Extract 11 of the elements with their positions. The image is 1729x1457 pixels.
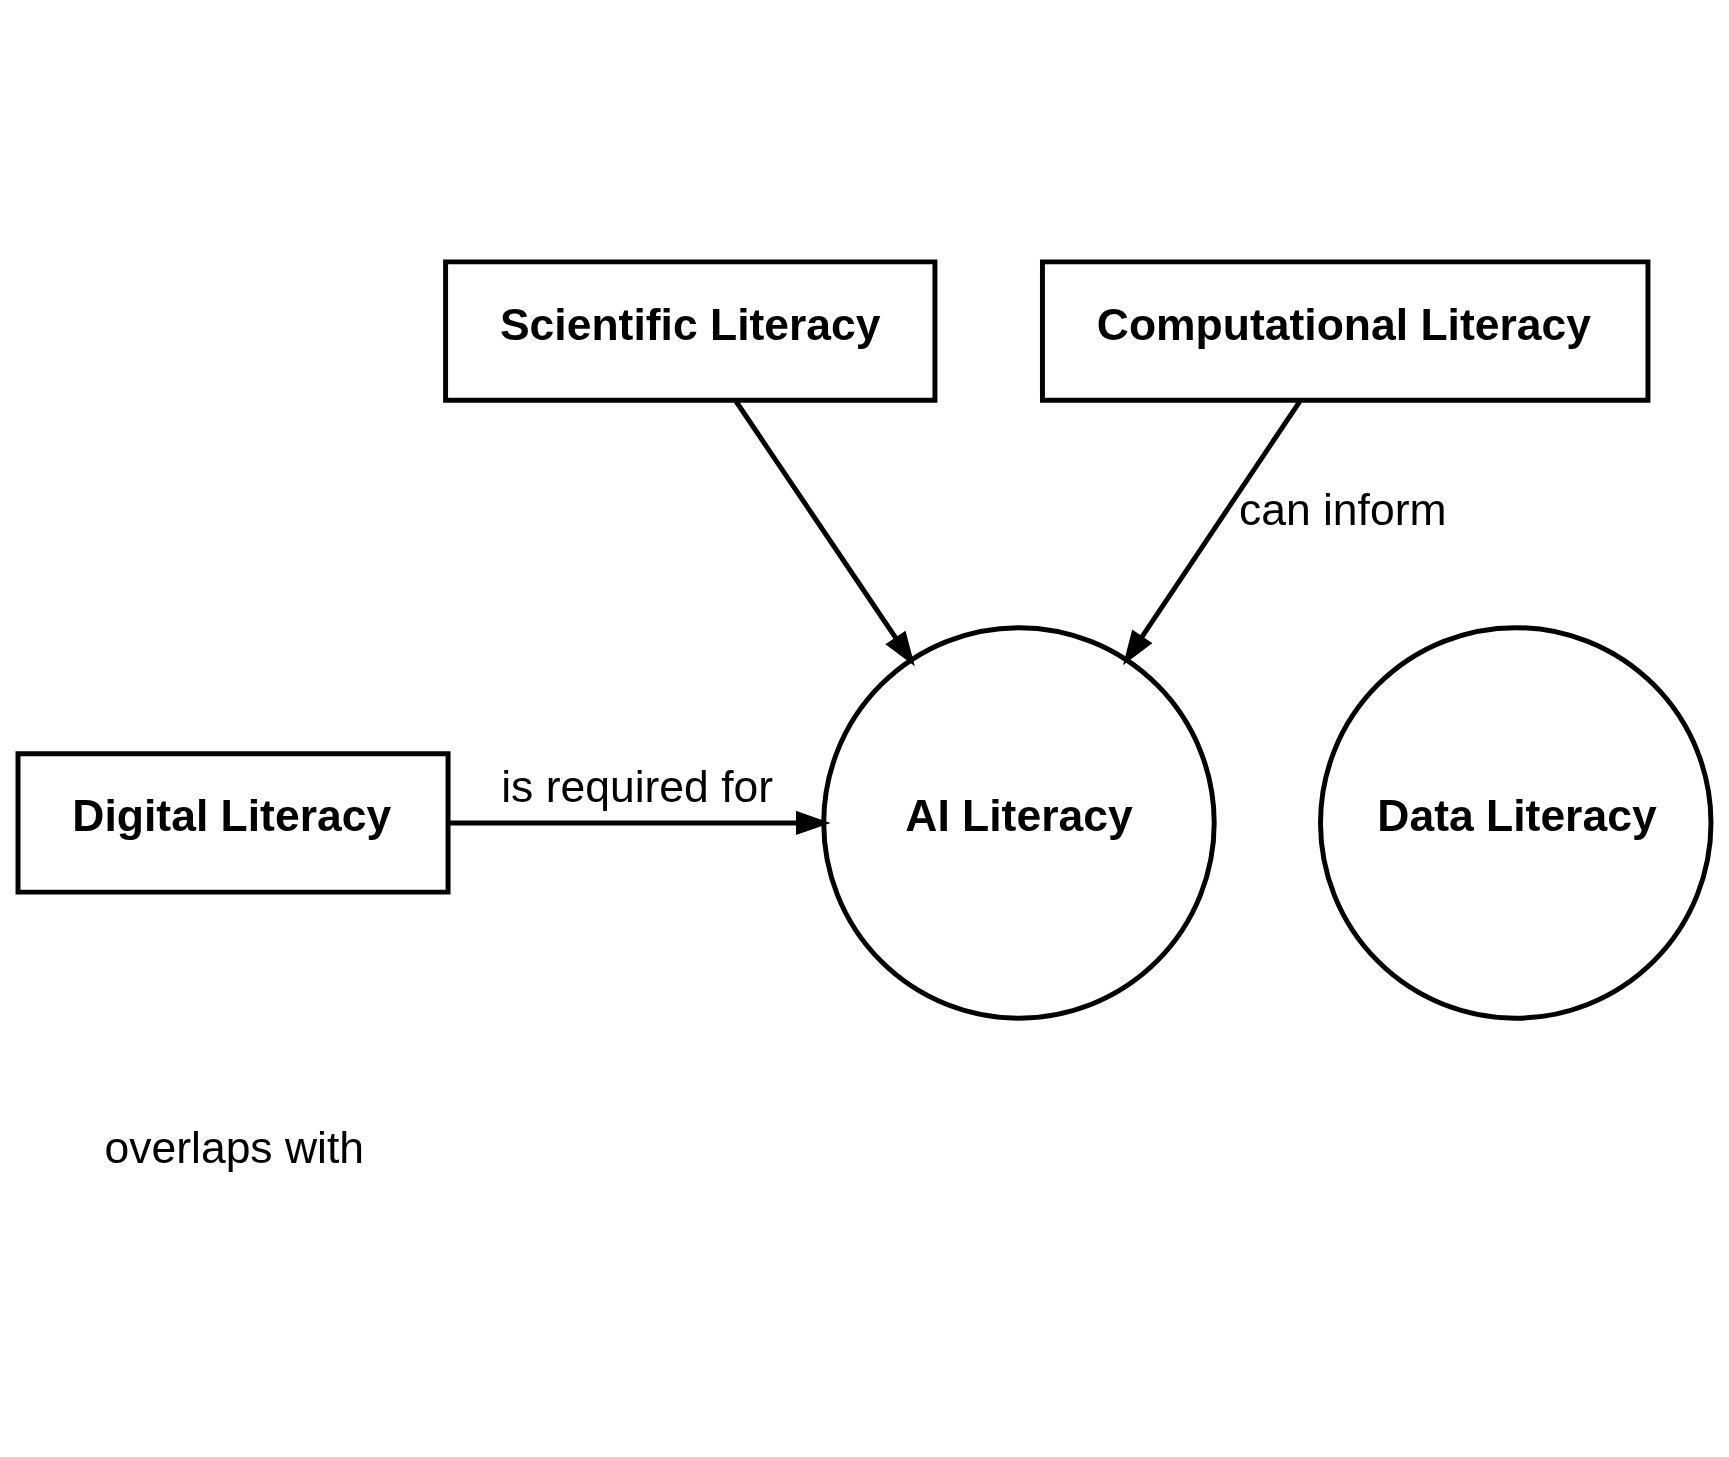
node-box: Scientific Literacy	[443, 258, 938, 403]
node-box: Computational Literacy	[1040, 258, 1651, 403]
arrow	[448, 810, 831, 835]
node-circle: AI Literacy	[821, 624, 1217, 1021]
node-circle: Data Literacy	[1318, 624, 1714, 1021]
edge-label: is required for	[501, 761, 774, 811]
node-box: Digital Literacy	[15, 750, 451, 895]
arrow	[733, 399, 915, 666]
label: overlaps with	[104, 1122, 365, 1171]
edge-label: can inform	[1238, 484, 1447, 534]
arrow	[1123, 399, 1302, 665]
